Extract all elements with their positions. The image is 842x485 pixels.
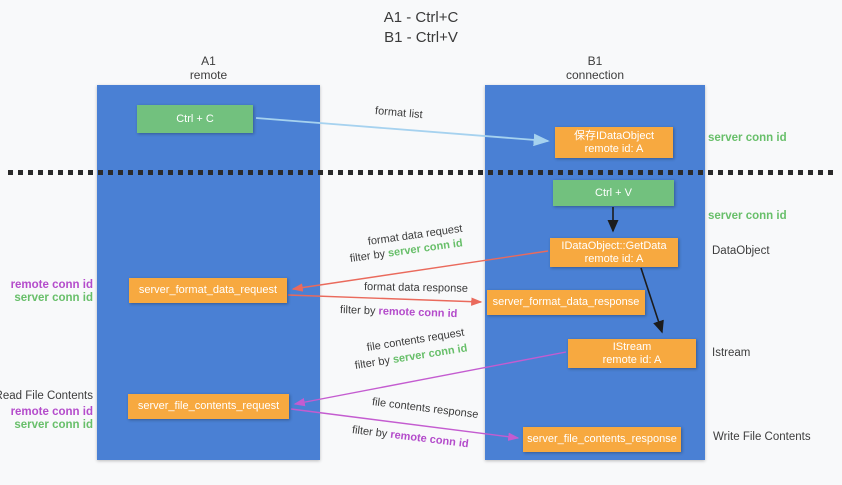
save-dataobject-line1: 保存IDataObject [573,129,655,142]
title-line-2: B1 - Ctrl+V [384,29,458,46]
lane-b1-sub: connection [565,68,625,82]
dotted-divider [8,170,834,175]
lane-header-a1: A1 remote [97,54,320,82]
server-conn-id-annotation-format: server conn id [14,292,93,304]
lane-b1-id: B1 [587,54,603,68]
ctrl-c-label: Ctrl + C [176,112,214,125]
save-dataobject-line2: remote id: A [584,142,644,155]
format-data-response-filter: filter by remote conn id [340,304,458,321]
format-request-node: server_format_data_request [129,278,287,303]
format-request-label: server_format_data_request [138,284,278,296]
getdata-node: IDataObject::GetData remote id: A [550,238,678,267]
remote-conn-id-key: remote conn id [378,305,458,321]
getdata-line2: remote id: A [584,252,644,265]
file-contents-response-label: file contents response [371,396,480,422]
remote-conn-id-key: remote conn id [389,428,470,451]
format-response-node: server_format_data_response [487,290,645,315]
getdata-line1: IDataObject::GetData [561,239,667,252]
server-conn-id-annotation-file: server conn id [14,419,93,431]
filter-by-text: filter by [339,304,376,318]
istream-line1: IStream [612,340,652,353]
ctrl-v-label: Ctrl + V [595,186,632,199]
format-response-label: server_format_data_response [492,296,640,308]
server-conn-id-annotation-top: server conn id [708,132,787,144]
server-conn-id-annotation-mid: server conn id [708,210,787,222]
format-data-response-label: format data response [363,281,469,295]
remote-conn-id-annotation-file: remote conn id [10,406,93,418]
write-file-contents-annotation: Write File Contents [713,431,811,443]
filter-by-text: filter by [349,248,386,265]
istream-line2: remote id: A [602,353,662,366]
istream-node: IStream remote id: A [568,339,696,368]
filter-by-text: filter by [351,424,388,441]
istream-annotation: Istream [712,347,751,359]
file-request-node: server_file_contents_request [128,394,289,419]
file-response-label: server_file_contents_response [527,433,677,445]
title-line-1: A1 - Ctrl+C [383,9,459,26]
format-list-label: format list [374,105,424,122]
remote-conn-id-annotation-format: remote conn id [10,279,93,291]
dataobject-annotation: DataObject [712,245,770,257]
read-file-contents-annotation: Read File Contents [0,390,93,402]
diagram-title: A1 - Ctrl+C B1 - Ctrl+V [0,8,842,48]
ctrl-v-node: Ctrl + V [553,180,674,206]
lane-header-b1: B1 connection [485,54,705,82]
filter-by-text: filter by [353,354,391,372]
ctrl-c-node: Ctrl + C [137,105,253,133]
file-contents-response-filter: filter by remote conn id [351,424,469,451]
lane-a1-sub: remote [189,68,228,82]
save-dataobject-node: 保存IDataObject remote id: A [555,127,673,158]
file-request-label: server_file_contents_request [137,400,280,412]
lane-a1-id: A1 [201,54,216,68]
file-response-node: server_file_contents_response [523,427,681,452]
